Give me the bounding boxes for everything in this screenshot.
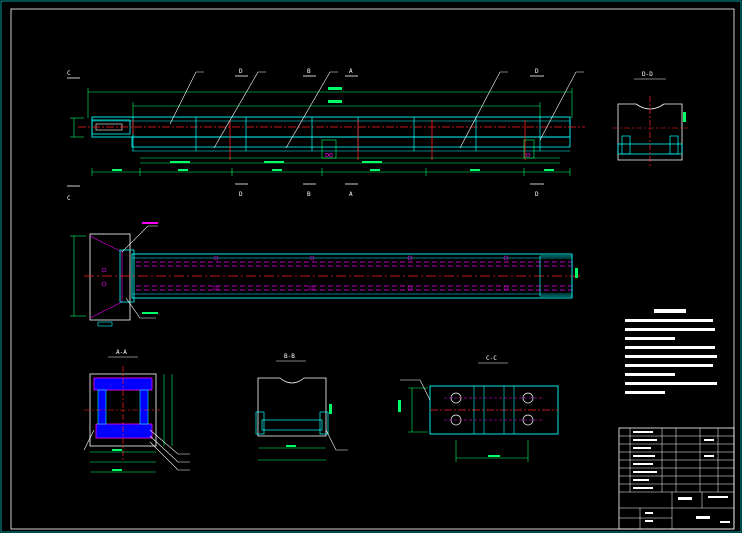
beam-bolt-holes — [325, 153, 530, 157]
section-label-d1-bottom: D — [239, 191, 243, 198]
section-label-a-top: A — [349, 68, 353, 75]
title-block — [618, 427, 735, 530]
section-label-a-bottom: A — [349, 191, 353, 198]
section-label-d2-bottom: D — [535, 191, 539, 198]
sheet-inner-border — [10, 8, 735, 530]
beam-bottom-chord — [131, 136, 571, 148]
section-label-d2-top: D — [535, 68, 539, 75]
top-dimension-lines — [87, 87, 573, 118]
main-elevation-view: C C D D D D B B A A — [67, 68, 585, 202]
section-label-c-bottom: C — [67, 195, 71, 202]
view-title-a-a: A-A — [116, 349, 127, 356]
section-label-b-bottom: B — [307, 191, 311, 198]
section-label-d1-top: D — [239, 68, 243, 75]
beam-lower-details — [91, 139, 571, 176]
beam-stiffeners — [132, 117, 541, 151]
section-view-a-a: A-A — [83, 349, 190, 473]
section-view-d-d: D-D — [612, 71, 688, 166]
section-view-c-c: C-C — [398, 355, 559, 462]
section-label-c-top: C — [67, 70, 71, 77]
technical-notes — [625, 309, 717, 394]
main-view-leaders — [169, 71, 584, 149]
beam-dimension-tags — [112, 161, 554, 171]
view-title-d-d: D-D — [642, 71, 653, 78]
view-title-c-c: C-C — [486, 355, 497, 362]
left-end-dimension — [70, 117, 84, 138]
plan-view — [70, 222, 582, 327]
section-label-b-top: B — [307, 68, 311, 75]
view-title-b-b: B-B — [284, 353, 295, 360]
section-view-b-b: B-B — [255, 353, 348, 461]
